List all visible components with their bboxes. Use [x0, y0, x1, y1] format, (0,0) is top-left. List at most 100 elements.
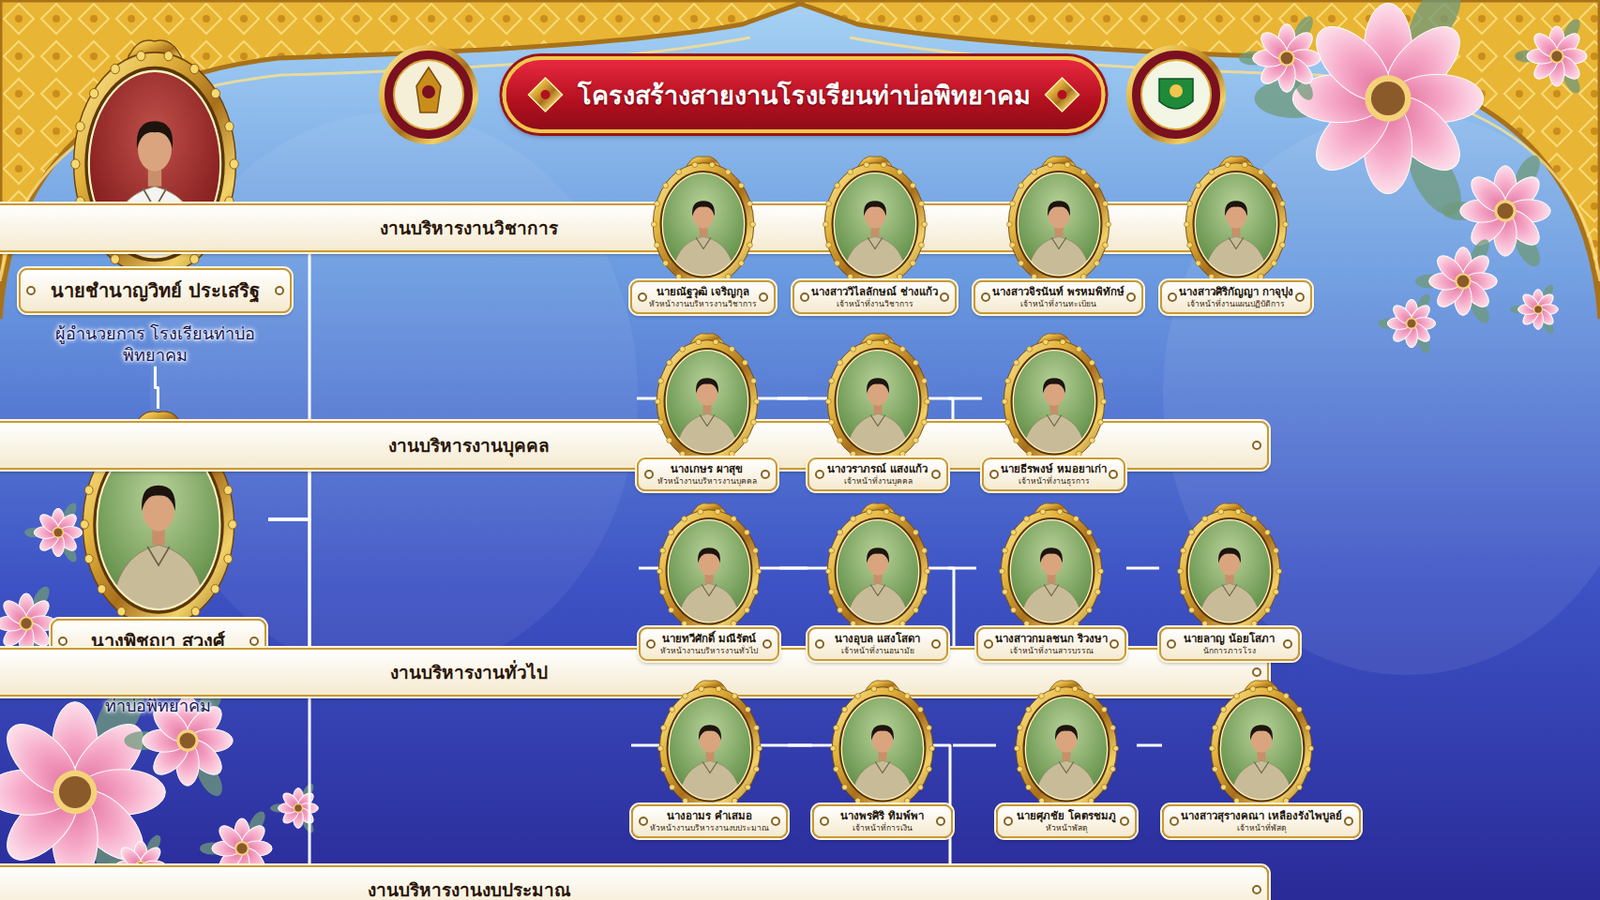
frame-bead: [746, 200, 753, 207]
frame-bead: [117, 606, 126, 616]
frame-bead: [730, 620, 737, 627]
frame-bead: [1009, 241, 1015, 248]
frame-bead: [111, 254, 121, 264]
frame-bead: [681, 620, 688, 627]
frame-bead: [1056, 509, 1063, 515]
flower-center: [236, 843, 247, 854]
frame-bead: [714, 509, 721, 515]
frame-bead: [744, 784, 751, 791]
frame-bead: [1177, 568, 1183, 574]
portrait-wrap: [998, 501, 1104, 635]
frame-bead: [1235, 509, 1241, 515]
person-collar: [1051, 237, 1067, 249]
portrait-frame: [998, 501, 1104, 635]
staff-name: นายศุภชัย โคตรชมภู: [1014, 809, 1118, 824]
frame-bead: [1251, 620, 1257, 627]
staff-node: นายศุภชัย โคตรชมภูหัวหน้าพัสดุ: [996, 679, 1137, 839]
frame-bead: [660, 547, 666, 554]
frame-shine: [833, 173, 916, 276]
frame-bead: [1212, 766, 1219, 772]
frame-bead: [1100, 398, 1106, 405]
staff-role: เจ้าหน้าที่งานทะเบียน: [992, 299, 1125, 310]
frame-bead: [229, 159, 239, 169]
photo-ground: [1013, 679, 1119, 813]
person-collar: [702, 761, 718, 773]
frame-bead: [909, 260, 916, 267]
flower-petal: [1389, 301, 1416, 328]
frame-bead: [1002, 547, 1009, 554]
name-plaque: นางสาวกมลชนก ริวงษาเจ้าหน้าที่งานสารบรรณ: [976, 627, 1127, 662]
frame-bead: [1088, 437, 1095, 444]
person-hair: [866, 377, 890, 393]
portrait-photo: [998, 501, 1104, 635]
frame-bead: [1212, 724, 1219, 731]
frame-bead: [738, 260, 744, 267]
frame-bead: [926, 766, 933, 772]
frame-bead: [755, 568, 762, 574]
frame-shine: [662, 173, 744, 276]
name-plaque: นางสาวจิรนันท์ พรหมพิทักษ์เจ้าหน้าที่งาน…: [973, 280, 1144, 315]
frame-shine: [1010, 520, 1092, 623]
person-body: [678, 760, 741, 804]
frame-bead: [998, 568, 1005, 574]
frame-shine: [836, 350, 919, 453]
name-plaque: นายทวีศักดิ์ มณีรัตน์หัวหน้างานบริหารงาน…: [638, 627, 780, 662]
photo-ground: [654, 332, 760, 466]
flower-center: [59, 776, 91, 809]
title-ornament: [527, 75, 565, 114]
frame-bead: [1087, 798, 1094, 804]
staff-name: นางสาวศิริกัญญา กาจุปุง: [1178, 285, 1294, 300]
person-collar: [1222, 584, 1238, 596]
name-plaque: นายธีรพงษ์ หมอยาเก่าเจ้าหน้าที่งานธุรการ: [981, 457, 1126, 492]
frame-bead: [1257, 273, 1264, 280]
frame-bead: [1187, 200, 1193, 207]
frame-bead: [842, 707, 848, 713]
staff-node: นางสาวกมลชนก ริวงษาเจ้าหน้าที่งานสารบรรณ: [976, 501, 1127, 662]
frame-bead: [850, 620, 857, 627]
flower: [24, 500, 83, 565]
frame-bead: [668, 607, 675, 614]
flower-petal: [1520, 291, 1541, 313]
frame-bead: [75, 121, 85, 132]
frame-bead: [225, 121, 234, 132]
photo-ground: [822, 154, 928, 288]
staff-node: นายณัฐวุฒิ เจริญกุลหัวหน้างานบริหารงานวิ…: [630, 154, 776, 315]
frame-bead: [136, 50, 146, 61]
person-hair: [1250, 724, 1273, 740]
person-body: [110, 544, 206, 617]
photo-ground: [1001, 332, 1107, 466]
frame-bead: [830, 745, 836, 752]
portrait-photo: [1013, 679, 1119, 813]
frame-bead: [1075, 451, 1082, 457]
portrait-photo: [1208, 679, 1314, 813]
frame-bead: [650, 221, 657, 227]
frame-bead: [871, 686, 877, 693]
staff-role: เจ้าหน้าที่งานสารบรรณ: [995, 646, 1108, 657]
person-body: [1197, 583, 1261, 627]
portrait-frame: [1006, 154, 1112, 288]
person-hair: [695, 377, 719, 393]
frame-bead: [1040, 509, 1046, 515]
staff-role: เจ้าหน้าที่งานวิชาการ: [811, 299, 938, 310]
ornament-diamond: [1045, 77, 1080, 112]
frame-bead: [1202, 620, 1208, 627]
frame-bead: [850, 451, 857, 457]
emblem-ring: [1129, 47, 1223, 142]
portrait-frame: [654, 332, 760, 466]
frame-bead: [825, 568, 831, 574]
flower: [1377, 291, 1436, 356]
person-body: [1026, 236, 1090, 280]
department-name: งานบริหารงานทั่วไป: [390, 658, 548, 687]
emblem-symbol: [416, 67, 441, 113]
org-connector: [948, 567, 977, 571]
name-plaque: นางอามร คำเสมอหัวหน้างานบริหารงานงบประมา…: [631, 804, 788, 839]
person-collar: [1043, 584, 1059, 596]
staff-role: เจ้าหน้าที่พัสดุ: [1180, 823, 1343, 834]
flower-ring: [1549, 48, 1565, 64]
frame-bead: [675, 273, 681, 280]
flower-center: [1551, 50, 1562, 61]
person-body: [1019, 583, 1083, 627]
chart-title: โครงสร้างสายงานโรงเรียนท่าบ่อพิทยาคม: [577, 75, 1031, 116]
frame-bead: [837, 360, 844, 366]
frame-bead: [743, 607, 750, 614]
